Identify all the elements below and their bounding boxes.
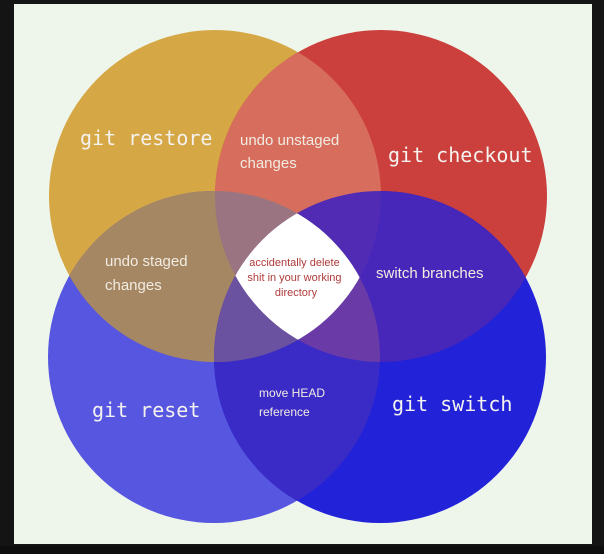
label-move-head: move HEAD reference <box>259 386 328 419</box>
label-center: accidentally delete shit in your working… <box>247 257 344 299</box>
label-switch-branches: switch branches <box>376 265 484 282</box>
label-undo-unstaged: undo unstaged changes <box>240 132 343 172</box>
video-bottom-bar <box>0 546 604 554</box>
overlap-center <box>215 191 380 362</box>
label-undo-staged: undo staged changes <box>105 253 192 294</box>
label-git-reset: git reset <box>92 398 200 422</box>
label-git-checkout: git checkout <box>388 143 533 167</box>
label-git-restore: git restore <box>80 126 212 150</box>
label-git-switch: git switch <box>392 392 512 416</box>
